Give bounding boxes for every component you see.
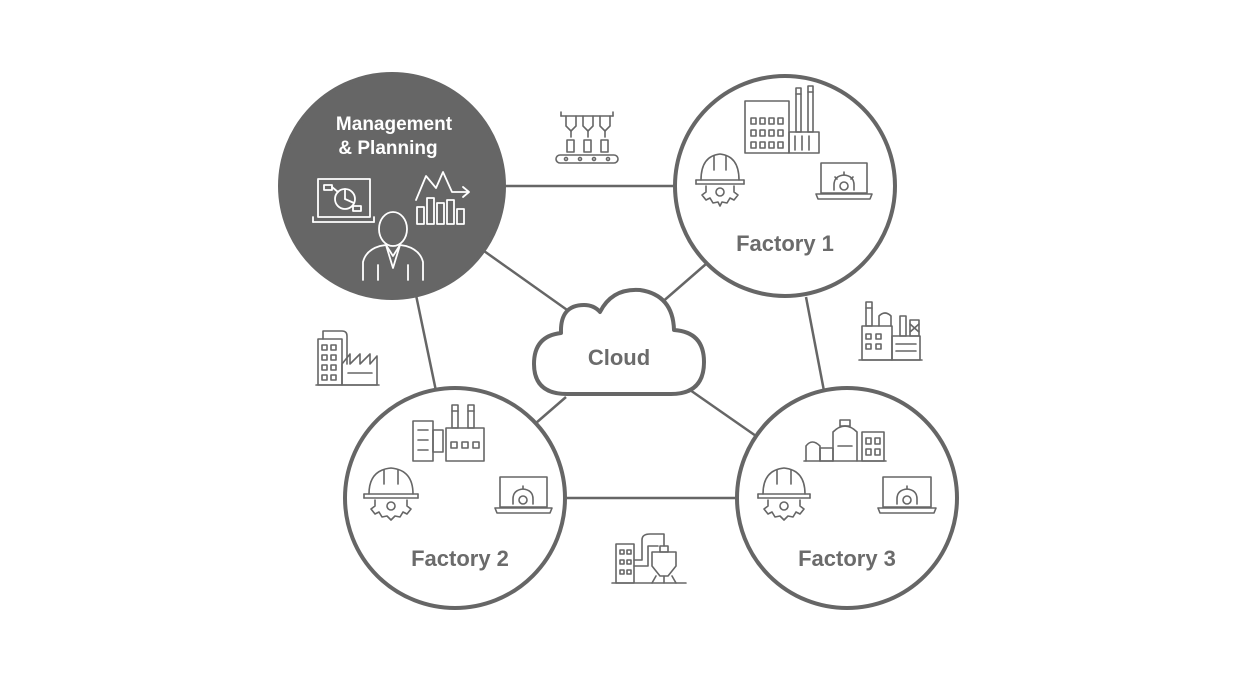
- edge-factory1-factory3: [804, 296, 826, 392]
- assembly-line-icon: [555, 111, 619, 164]
- hard-hat-gear-icon: [757, 467, 811, 521]
- factory3-label: Factory 3: [798, 546, 896, 571]
- cloud-label: Cloud: [588, 345, 650, 370]
- edge-management-cloud: [483, 249, 571, 314]
- factory3-node: Factory 3: [735, 386, 959, 610]
- edge-factory3-cloud: [689, 388, 757, 438]
- factory2-node: Factory 2: [343, 386, 567, 610]
- factory-building-icon: [744, 85, 820, 154]
- edge-factory1-cloud: [659, 263, 707, 305]
- management-label-line2: & Planning: [338, 138, 437, 159]
- management-node: Management & Planning: [278, 72, 506, 300]
- laptop-gear-icon: [494, 476, 553, 514]
- factory1-node: Factory 1: [673, 74, 897, 298]
- industrial-plant-icon: [858, 301, 923, 361]
- cloud-shape: [532, 287, 706, 396]
- laptop-gear-icon: [877, 476, 937, 514]
- factory2-circle: [343, 386, 567, 610]
- factory1-circle: [673, 74, 897, 298]
- factory-building-icon: [803, 419, 887, 462]
- laptop-gear-icon: [815, 162, 873, 200]
- edges: [414, 184, 826, 500]
- factory3-circle: [735, 386, 959, 610]
- management-circle: [278, 72, 506, 300]
- hard-hat-gear-icon: [363, 467, 419, 521]
- city-factory-icon: [315, 330, 380, 386]
- line-bar-chart-icon: [415, 171, 470, 225]
- factory-building-icon: [412, 404, 485, 462]
- hard-hat-gear-icon: [695, 153, 745, 207]
- processing-plant-icon: [611, 533, 687, 584]
- edge-factory2-cloud: [535, 396, 567, 424]
- management-label-line1: Management: [336, 114, 453, 135]
- edge-management-factory2: [414, 294, 438, 392]
- cloud-node: Cloud: [532, 287, 706, 396]
- factory1-label: Factory 1: [736, 231, 834, 256]
- factory2-label: Factory 2: [411, 546, 509, 571]
- businessman-icon: [362, 211, 424, 281]
- presentation-board-icon: [312, 178, 375, 223]
